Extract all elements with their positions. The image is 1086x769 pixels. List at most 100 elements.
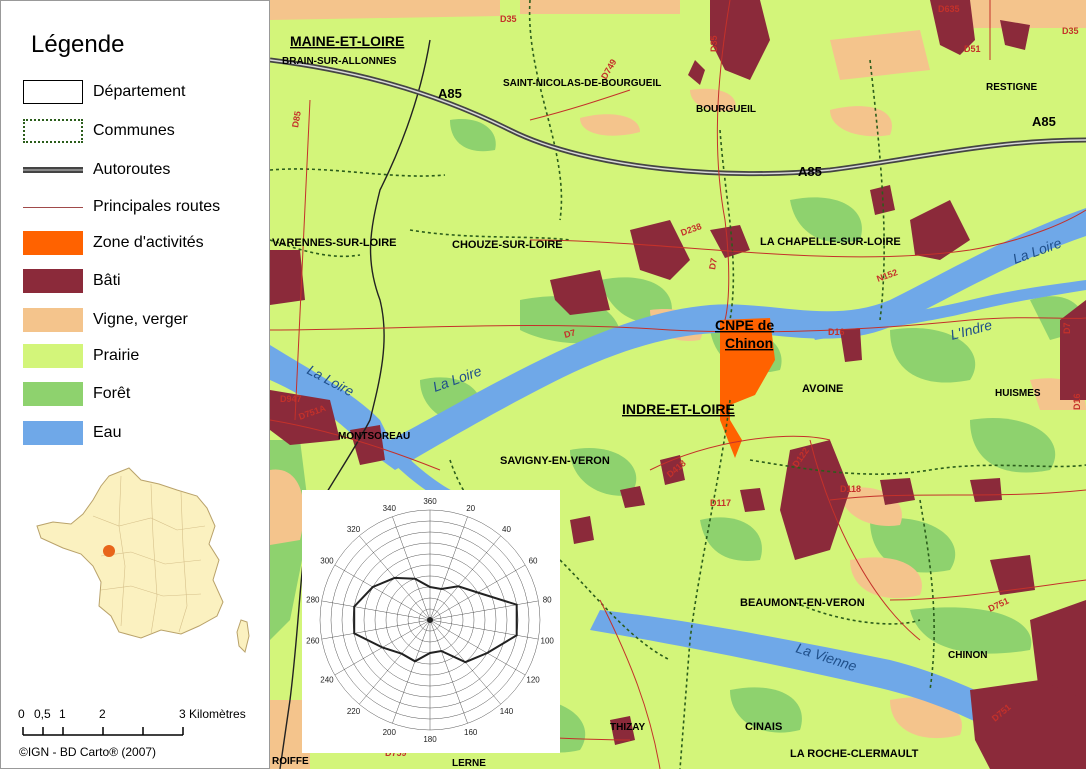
legend-swatch — [23, 206, 83, 208]
indre-river — [810, 280, 1086, 340]
road-label: D751 — [987, 596, 1011, 614]
rose-angle-label: 300 — [320, 557, 334, 566]
commune-label: BRAIN-SUR-ALLONNES — [282, 56, 397, 67]
legend-swatch — [23, 382, 83, 406]
road-label: D7 — [563, 327, 577, 340]
zone-label: CNPE de — [715, 317, 774, 333]
legend-item: Communes — [23, 118, 175, 144]
rose-angle-label: 220 — [347, 707, 361, 716]
corsica-outline — [236, 619, 250, 653]
legend-swatch — [23, 119, 83, 143]
rose-angle-label: 20 — [466, 504, 475, 513]
commune-label: RESTIGNE — [986, 82, 1037, 93]
rose-angle-label: 200 — [383, 728, 397, 737]
map-canvas[interactable]: D35D35D635D51D35D749D85D238D7N152D7D16D7… — [270, 0, 1086, 769]
commune-borders — [270, 0, 1086, 769]
vineyard-areas — [270, 0, 1086, 769]
loire-river — [270, 208, 1086, 470]
scale-tick-label: 0,5 — [34, 707, 51, 721]
road-label: D759 — [385, 748, 407, 758]
scale-tick-label: 3 Kilomètres — [179, 707, 246, 721]
legend-item: Zone d'activités — [23, 230, 204, 256]
rose-angle-label: 160 — [464, 728, 478, 737]
road-label: D16 — [828, 327, 845, 337]
rose-grid-spoke — [429, 619, 526, 676]
legend-label: Eau — [93, 424, 122, 441]
legend-item: Principales routes — [23, 194, 220, 220]
road-label: D35 — [500, 14, 517, 24]
legend-title: Légende — [31, 31, 125, 58]
commune-label: LERNE — [452, 758, 486, 769]
legend-item: Vigne, verger — [23, 307, 188, 333]
commune-label: MONTSOREAU — [338, 431, 410, 442]
rose-angle-label: 120 — [526, 676, 540, 685]
motorway-label: A85 — [438, 86, 462, 101]
road-label: D947 — [280, 394, 302, 404]
scale-tick-label: 0 — [18, 707, 25, 721]
road-label: D117 — [710, 498, 731, 508]
legend-item: Prairie — [23, 343, 139, 369]
legend-swatch — [23, 80, 83, 104]
wind-rose-polygon — [353, 576, 518, 664]
legend-label: Autoroutes — [93, 161, 171, 178]
legend-item: Département — [23, 79, 186, 105]
rose-angle-label: 40 — [502, 525, 511, 534]
road-label: D7 — [1062, 322, 1072, 334]
commune-label: SAVIGNY-EN-VERON — [500, 455, 610, 467]
rose-angle-label: 260 — [306, 637, 320, 646]
commune-label: LA ROCHE-CLERMAULT — [790, 748, 919, 760]
river-label: L'Indre — [949, 316, 994, 342]
motorway-label: A85 — [798, 164, 822, 179]
legend-swatch — [23, 344, 83, 368]
rose-grid-spoke — [321, 600, 431, 621]
legend-item: Autoroutes — [23, 157, 170, 183]
rose-grid-spoke — [392, 516, 431, 621]
legend-label: Forêt — [93, 385, 131, 402]
scale-tick-label: 1 — [59, 707, 66, 721]
legend-item: Eau — [23, 420, 121, 446]
commune-labels: BRAIN-SUR-ALLONNESSAINT-NICOLAS-DE-BOURG… — [272, 56, 1041, 769]
scale-bar — [22, 727, 184, 736]
legend-label: Bâti — [93, 272, 121, 289]
road-label: D118 — [840, 484, 861, 494]
france-outline — [36, 467, 224, 639]
commune-label: BEAUMONT-EN-VERON — [740, 597, 865, 609]
commune-label: AVOINE — [802, 383, 843, 395]
motorway-label: A85 — [1032, 114, 1056, 129]
legend-label: Principales routes — [93, 198, 221, 215]
commune-label: ROIFFE — [272, 756, 309, 767]
departement-label: MAINE-ET-LOIRE — [290, 33, 404, 49]
rose-grid-spoke — [429, 600, 539, 621]
vienne-river — [590, 610, 1086, 769]
rose-angle-label: 340 — [383, 504, 397, 513]
legend-swatch — [23, 167, 83, 173]
rose-angle-label: 80 — [543, 595, 552, 604]
legend-label: Prairie — [93, 347, 140, 364]
commune-label: THIZAY — [610, 722, 646, 733]
legend-swatch — [23, 231, 83, 255]
rose-grid-spoke — [334, 564, 431, 621]
legend-label: Zone d'activités — [93, 234, 204, 251]
road-label: D35 — [1062, 26, 1079, 36]
rose-angle-label: 100 — [541, 637, 555, 646]
copyright: ©IGN - BD Carto® (2007) — [19, 745, 157, 759]
road-label: D51 — [964, 44, 981, 54]
rose-grid-spoke — [429, 535, 501, 621]
legend-label: Vigne, verger — [93, 311, 188, 328]
road-label: D16 — [1072, 393, 1082, 410]
legend-item: Bâti — [23, 268, 121, 294]
road-label: N152 — [875, 267, 899, 284]
road-label: D238 — [679, 221, 703, 238]
rose-angle-label: 240 — [320, 676, 334, 685]
rose-center-dot — [427, 617, 433, 623]
rose-angle-label: 60 — [529, 557, 538, 566]
rose-angle-label: 140 — [500, 707, 514, 716]
commune-label: BOURGUEIL — [696, 104, 756, 115]
zone-activites-cnpe — [720, 318, 775, 458]
rose-grid-spoke — [392, 619, 431, 724]
commune-label: CHOUZE-SUR-LOIRE — [452, 239, 563, 251]
